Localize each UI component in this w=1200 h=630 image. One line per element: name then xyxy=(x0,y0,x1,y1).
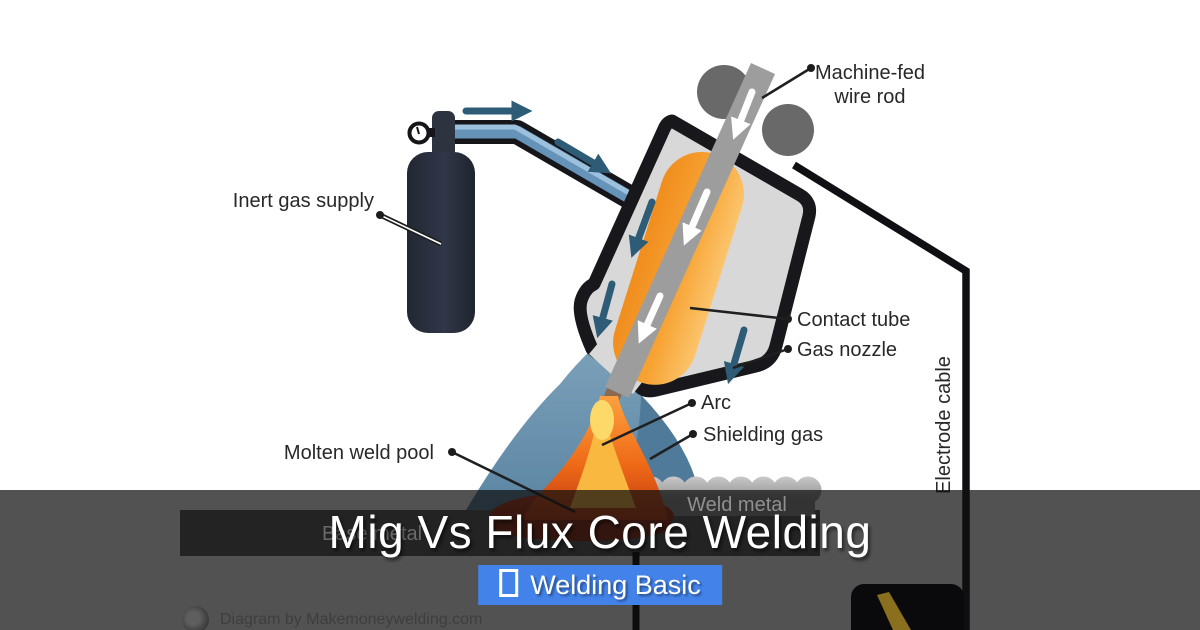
leader-gas-nozzle xyxy=(732,347,789,370)
arc-flame xyxy=(523,396,668,520)
welding-machine xyxy=(851,584,964,630)
label-machine-fed-line2: wire rod xyxy=(833,86,905,108)
label-arc: Arc xyxy=(701,392,731,414)
label-inert-gas-supply: Inert gas supply xyxy=(233,190,374,212)
gas-flow-arrow xyxy=(554,138,612,174)
leader-machine-fed xyxy=(761,66,812,100)
wire-feed-roller xyxy=(762,104,814,156)
badge-label: Welding Basic xyxy=(530,570,701,600)
label-electrode-cable: Electrode cable xyxy=(933,356,955,494)
gas-cylinder xyxy=(407,111,475,333)
gas-flow-arrow xyxy=(628,198,656,258)
gas-flow-arrow xyxy=(592,280,616,339)
machine-needle xyxy=(877,592,911,630)
leader-arc xyxy=(601,401,693,447)
wire-feed-arrow xyxy=(637,292,664,344)
label-shielding-gas: Shielding gas xyxy=(703,424,823,446)
label-contact-tube: Contact tube xyxy=(797,309,910,331)
label-base-metal: Base metal xyxy=(322,523,422,545)
missing-glyph-icon xyxy=(499,569,519,597)
wire-feed-arrow xyxy=(731,88,756,140)
label-weld-metal: Weld metal xyxy=(687,494,787,516)
watermark-text: Diagram by Makemoneywelding.com xyxy=(220,610,483,628)
label-gas-nozzle: Gas nozzle xyxy=(797,339,897,361)
watermark-logo-icon xyxy=(182,606,209,630)
leader-contact-tube xyxy=(689,306,789,321)
category-badge: Welding Basic xyxy=(478,565,722,605)
wire-feed-arrow xyxy=(682,188,711,246)
label-machine-fed-line1: Machine-fed xyxy=(815,62,925,84)
watermark: Diagram by Makemoneywelding.com xyxy=(182,606,482,630)
page-title: Mig Vs Flux Core Welding xyxy=(328,506,872,558)
label-molten-weld-pool: Molten weld pool xyxy=(284,442,434,464)
leader-lines xyxy=(378,66,812,514)
leader-shielding-gas xyxy=(649,432,694,461)
leader-dots xyxy=(376,64,815,456)
